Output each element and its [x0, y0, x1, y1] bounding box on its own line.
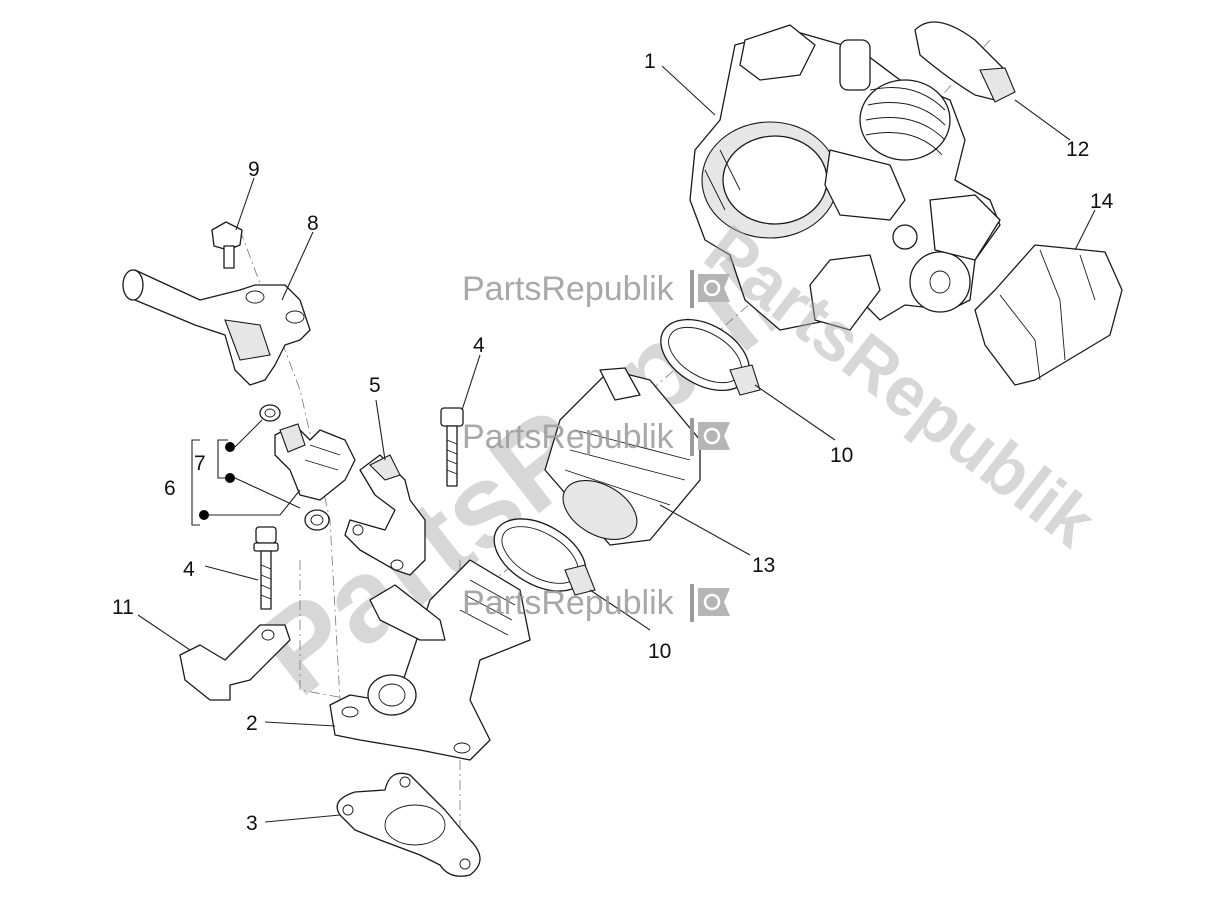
watermark-text-2: PartsRepublik [462, 418, 675, 456]
leader-lines [137, 65, 1096, 823]
gear-flag-icon [690, 584, 730, 622]
bracket-part-5 [344, 454, 426, 576]
intake-sleeve-part-13 [544, 367, 701, 546]
callout-13: 13 [752, 554, 775, 577]
watermark-text-3: PartsRepublik [462, 584, 675, 622]
callout-10-lower: 10 [648, 640, 671, 663]
callout-7: 7 [194, 452, 206, 475]
gear-flag-icon [690, 418, 730, 456]
watermark-logo-1: PartsRepublik [462, 270, 730, 308]
cover-part-14 [974, 244, 1123, 386]
callout-labels: 1 12 14 10 13 10 4 5 9 8 7 6 4 11 2 3 [112, 50, 1114, 835]
bolt-part-4-lower [253, 526, 279, 610]
clamp-part-10-upper [660, 318, 761, 396]
callout-12: 12 [1066, 138, 1089, 161]
callout-4-lower: 4 [183, 558, 195, 581]
callout-9: 9 [248, 158, 260, 181]
callout-2: 2 [246, 712, 258, 735]
callout-8: 8 [307, 212, 319, 235]
callout-11: 11 [112, 596, 134, 619]
callout-3: 3 [246, 812, 258, 835]
callout-10-upper: 10 [830, 444, 853, 467]
watermark-text-1: PartsRepublik [462, 270, 675, 308]
bracket-part-11 [179, 624, 291, 701]
callout-14: 14 [1090, 190, 1114, 213]
connector-part-8 [122, 269, 311, 386]
callout-6: 6 [164, 477, 176, 500]
intake-manifold-part-2 [329, 559, 531, 761]
sensor-part-6 [259, 404, 356, 531]
callout-1: 1 [644, 50, 656, 73]
gear-flag-icon [690, 270, 730, 308]
callout-5: 5 [369, 374, 381, 397]
watermark-logo-2: PartsRepublik [462, 418, 730, 456]
watermark-logo-3: PartsRepublik [462, 584, 730, 622]
bolt-part-4-upper [440, 407, 464, 487]
kit-bracket-6-7 [191, 419, 301, 526]
gasket-part-3 [336, 772, 481, 877]
clamp-part-10-lower [493, 518, 596, 596]
screw-part-9 [211, 221, 243, 269]
clamp-part-12 [914, 21, 1016, 103]
callout-4-upper: 4 [473, 334, 485, 357]
throttle-body-part-1 [689, 24, 1001, 331]
